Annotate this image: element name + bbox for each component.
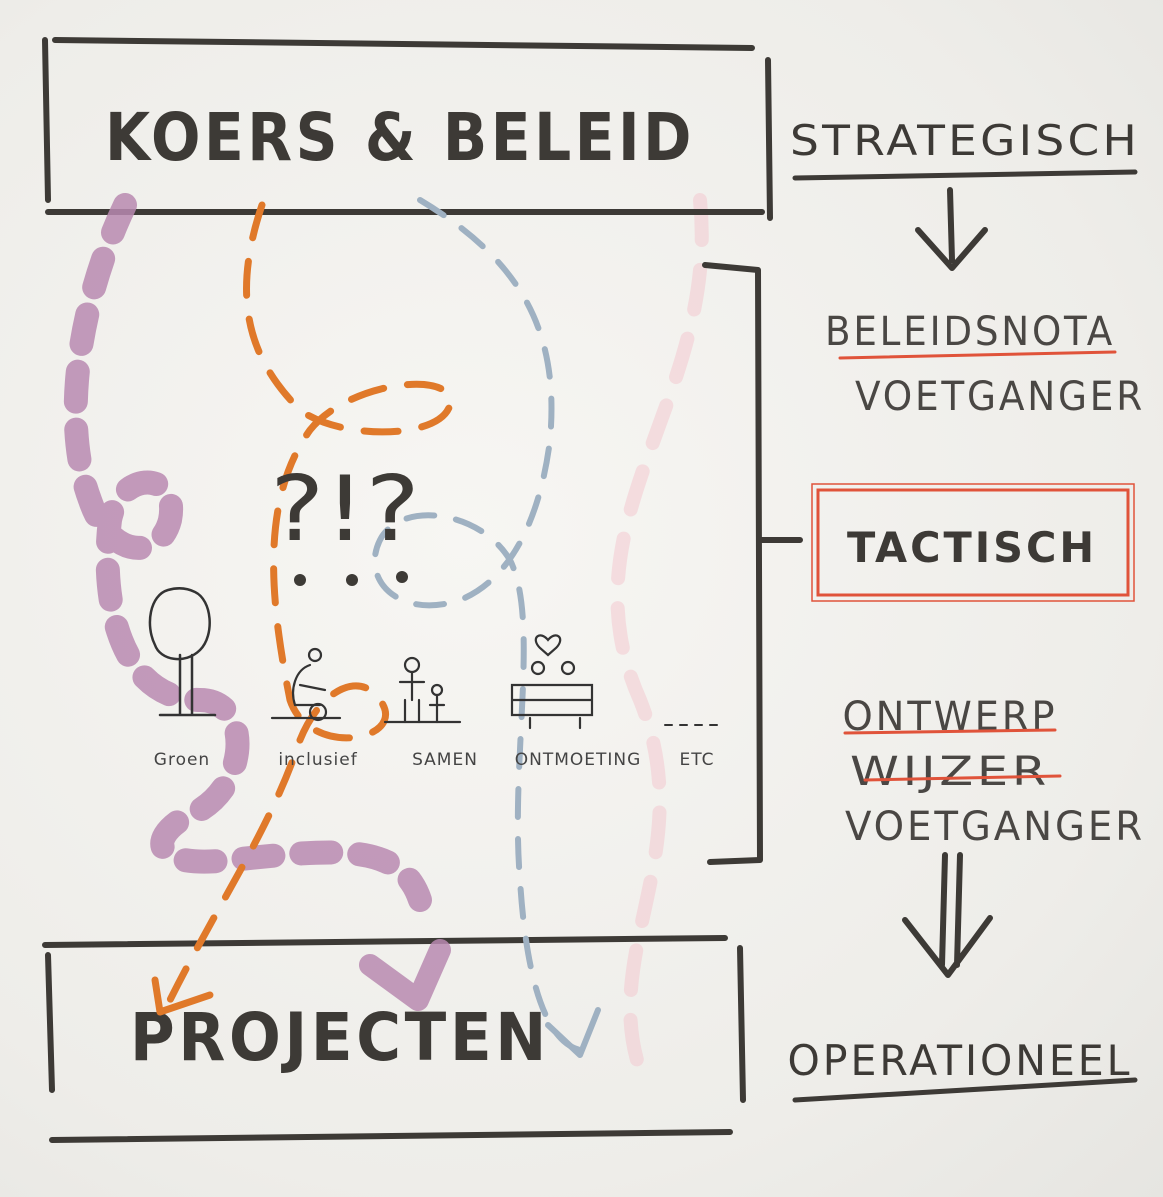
theme-label-etc: ETC: [680, 750, 715, 770]
theme-label-inclusief: inclusief: [278, 750, 357, 770]
tree-icon: [148, 587, 217, 717]
wheelchair-user-icon: [270, 647, 342, 722]
theme-label-samen: SAMEN: [412, 750, 478, 770]
top-box-label: KOERS & BELEID: [105, 99, 695, 176]
tactical-highlight-box: [811, 483, 1135, 602]
blue-path: [371, 197, 583, 1053]
parent-child-icon: [383, 656, 462, 724]
arrow-down-strategic: [915, 187, 988, 271]
question-exclamation-mark: ?!?: [270, 457, 420, 562]
label-strategisch: STRATEGISCH: [790, 116, 1140, 165]
label-wijzer: WIJZER: [850, 749, 1050, 795]
blue-arrowhead: [545, 1007, 601, 1058]
bottom-box-label: PROJECTEN: [130, 999, 550, 1076]
top-box: KOERS & BELEID: [42, 37, 773, 221]
label-beleidsnota: BELEIDSNOTA: [825, 309, 1115, 355]
theme-label-ontmoeting: ONTMOETING: [515, 750, 642, 770]
label-tactisch: TACTISCH: [847, 523, 1097, 572]
arrow-down-operational: [902, 852, 993, 978]
faint-pink-path: [610, 193, 709, 1077]
orange-arrowhead: [151, 976, 214, 1016]
tactical-bracket: [702, 262, 803, 865]
label-voetganger-1: VOETGANGER: [855, 374, 1145, 420]
bench-with-heart-icon: [510, 634, 594, 730]
label-operationeel: OPERATIONEEL: [788, 1036, 1133, 1085]
purple-arrowhead: [359, 939, 451, 1011]
orange-path: [166, 201, 454, 1004]
purple-path: [63, 193, 432, 912]
bottom-box: PROJECTEN: [42, 935, 746, 1143]
label-voetganger-2: VOETGANGER: [845, 804, 1145, 850]
theme-label-groen: Groen: [154, 750, 210, 770]
